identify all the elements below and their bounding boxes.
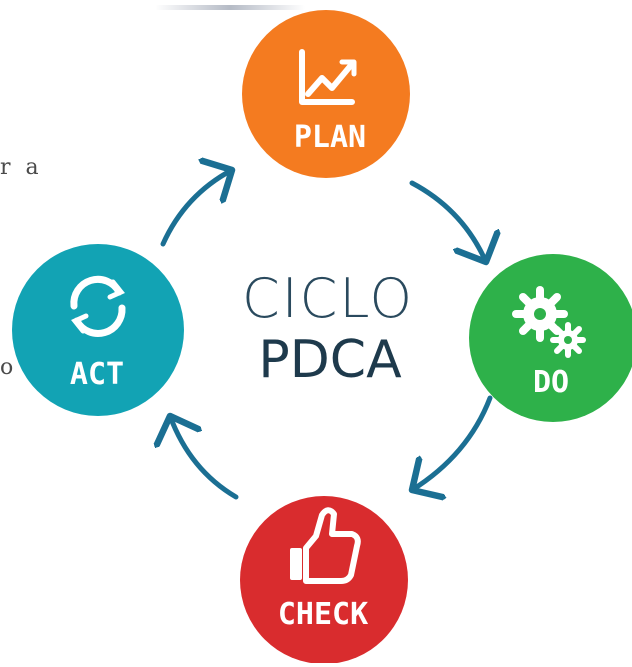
stage-plan: PLAN [242,10,410,178]
stray-text-bottom: o [0,355,18,380]
gears-icon [512,286,586,358]
plan-circle [242,10,410,178]
stage-check: CHECK [240,496,408,664]
chart-trend-icon [299,49,357,105]
arrow-act-to-plan [160,170,232,247]
plan-label: PLAN [294,120,366,155]
thumbs-up-icon [290,507,361,584]
center-title-line2: PDCA [258,330,402,390]
do-label: DO [533,365,569,400]
stage-act: ACT [12,244,184,416]
arrow-plan-to-do [409,180,486,262]
stage-do: DO [469,254,632,422]
arrow-do-to-check [412,395,493,490]
act-label: ACT [70,357,124,392]
stray-text-top: r a [0,155,43,180]
arrow-check-to-act [170,416,239,500]
refresh-icon [70,275,126,337]
check-label: CHECK [278,597,368,632]
do-circle [469,254,632,422]
center-title-line1: CICLO [242,267,414,330]
top-divider [155,5,305,10]
